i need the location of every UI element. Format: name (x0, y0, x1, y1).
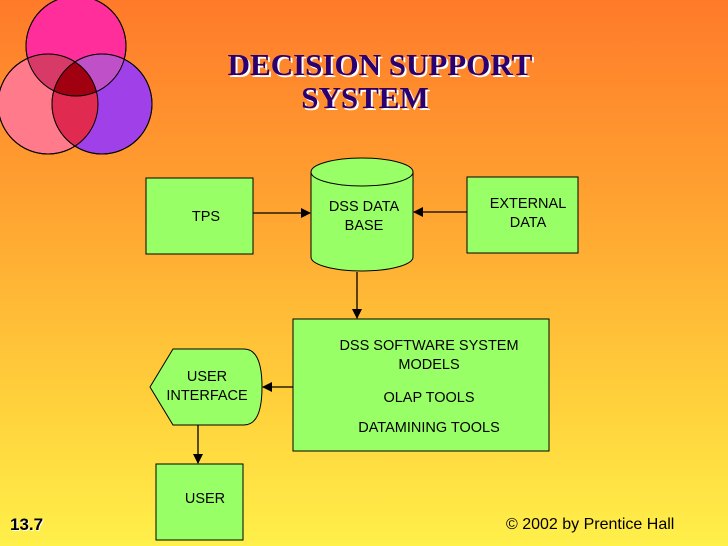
user-interface-shape (149, 348, 263, 426)
user-box (155, 463, 244, 541)
external-data-label: EXTERNAL DATA (489, 196, 567, 231)
tps-label: TPS (191, 209, 221, 225)
external-data-box (466, 176, 579, 254)
title-line-1: DECISION SUPPORT (227, 47, 533, 82)
dss-software-label: DSS SOFTWARE SYSTEM MODELS OLAP TOOLS DA… (339, 338, 519, 436)
dss-database-label: DSS DATA BASE (328, 199, 400, 234)
page-title: DECISION SUPPORT SYSTEM (190, 48, 570, 114)
tps-box (145, 177, 254, 255)
slide-number: 13.7 (10, 515, 44, 534)
user-label: USER (184, 491, 226, 507)
dss-database-cylinder (310, 157, 414, 272)
title-line-2: SYSTEM (301, 80, 429, 115)
venn-center-overlap (52, 54, 98, 96)
copyright-notice: © 2002 by Prentice Hall (506, 516, 675, 533)
user-interface-label: USER INTERFACE (166, 369, 248, 404)
venn-logo (0, 0, 153, 155)
dss-software-box (292, 318, 550, 452)
